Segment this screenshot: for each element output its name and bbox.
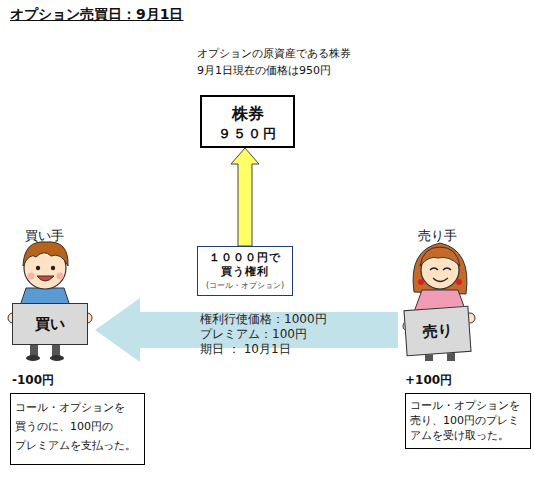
- buyer-cheek: [57, 273, 64, 280]
- buyer-result: -100円: [12, 372, 54, 389]
- seller-note-box: コール・オプションを 売り、100円のプレミ アムを受け取った。: [405, 393, 531, 449]
- buyer-figure-node: 買い手買い: [5, 228, 95, 358]
- seller-mouth: [433, 278, 448, 282]
- buyer-eye: [36, 266, 40, 270]
- seller-figure: [403, 243, 475, 361]
- seller-eye: [443, 268, 451, 270]
- buyer-leg: [30, 343, 38, 357]
- buyer-note: コール・オプションを 買うのに、100円の プレミアムを支払った。: [15, 398, 140, 455]
- seller-figure-node: 売り手売り: [398, 228, 483, 358]
- buyer-leg: [52, 343, 60, 357]
- buyer-heading: 買い手: [25, 228, 64, 244]
- asset-price: ９５０円: [202, 126, 293, 142]
- seller-sign: 売り: [403, 306, 471, 356]
- asset-box: オプションの原資産である株券 9月1日現在の価格は950円株券９５０円: [200, 95, 295, 148]
- buyer-mouth: [37, 276, 54, 281]
- buyer-eye: [51, 266, 55, 270]
- exercise-arrow: [231, 148, 259, 246]
- option-right: １０００円で 買う権利: [198, 251, 292, 279]
- seller-hair-back: [413, 243, 467, 294]
- buyer-sign: 買い: [12, 303, 88, 345]
- seller-earring: [418, 279, 424, 285]
- buyer-shoe: [26, 355, 40, 361]
- seller-earring: [456, 279, 462, 285]
- seller-note: コール・オプションを 売り、100円のプレミ アムを受け取った。: [410, 398, 526, 443]
- transfer-arrow: [95, 298, 398, 362]
- buyer-cheek: [28, 273, 35, 280]
- seller-bangs: [420, 247, 460, 266]
- seller-heading: 売り手: [418, 228, 457, 244]
- seller-eye: [430, 268, 438, 270]
- buyer-shoe: [50, 355, 64, 361]
- buyer-figure: [8, 242, 92, 361]
- seller-result: +100円: [405, 372, 452, 389]
- buyer-hair: [23, 242, 68, 266]
- option-type: (コール・オプション): [198, 281, 292, 291]
- asset-heading: オプションの原資産である株券 9月1日現在の価格は950円: [197, 45, 372, 79]
- buyer-note-box: コール・オプションを 買うのに、100円の プレミアムを支払った。: [10, 393, 145, 465]
- option-box: １０００円で 買う権利 (コール・オプション): [197, 246, 293, 296]
- asset-name: 株券: [202, 104, 293, 124]
- edge-label: 権利行使価格：1000円 プレミアム：100円 期日 ： 10月1日: [200, 312, 329, 357]
- diagram-title: オプション売買日：9月1日: [10, 6, 183, 24]
